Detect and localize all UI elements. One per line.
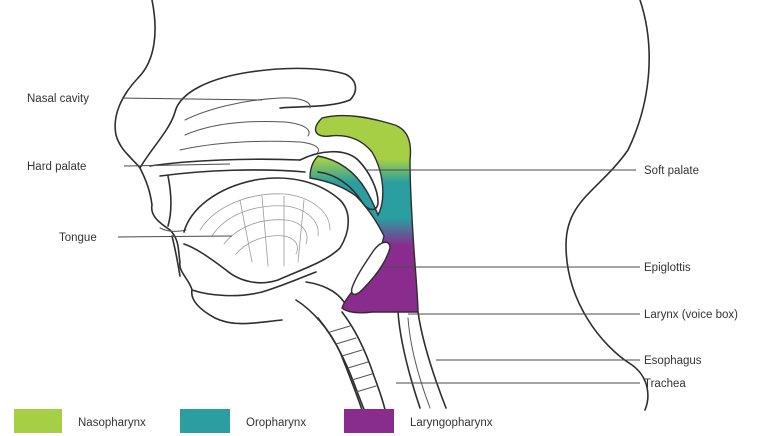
label-trachea: Trachea [644,378,686,390]
legend-label-laryngopharynx: Laryngopharynx [410,417,493,429]
leader-hard-palate [124,164,230,166]
label-esophagus: Esophagus [644,355,702,367]
label-epiglottis: Epiglottis [644,262,691,274]
legend-swatch-laryngopharynx [344,409,394,433]
label-soft-palate: Soft palate [644,165,699,177]
label-nasal-cavity: Nasal cavity [27,93,89,105]
legend-label-nasopharynx: Nasopharynx [78,417,146,429]
nasal-turbinate-upper [185,98,310,120]
esophagus-center [408,318,430,408]
label-hard-palate: Hard palate [27,161,86,173]
legend-label-oropharynx: Oropharynx [246,417,306,429]
hyoid-outline [306,282,344,302]
jaw-outline [192,272,316,296]
leader-tongue [118,236,232,237]
neck-back-outline [566,0,649,410]
tongue-inner-1 [200,194,330,230]
legend-swatch-oropharynx [180,409,230,433]
leader-nasal-cavity [122,98,262,100]
label-tongue: Tongue [59,232,97,244]
lip-line [160,228,186,231]
tongue-outline [184,178,348,283]
upper-teeth [168,176,171,226]
nasal-turbinate-lower [180,141,319,154]
hard-palate-inner [160,170,305,176]
legend-swatch-nasopharynx [14,409,62,433]
tongue-striations [240,196,304,266]
larynx-front [296,300,362,410]
legend: Nasopharynx Oropharynx Laryngopharynx [14,409,493,433]
label-larynx: Larynx (voice box) [644,309,738,321]
nasal-turbinate-middle [185,122,309,136]
